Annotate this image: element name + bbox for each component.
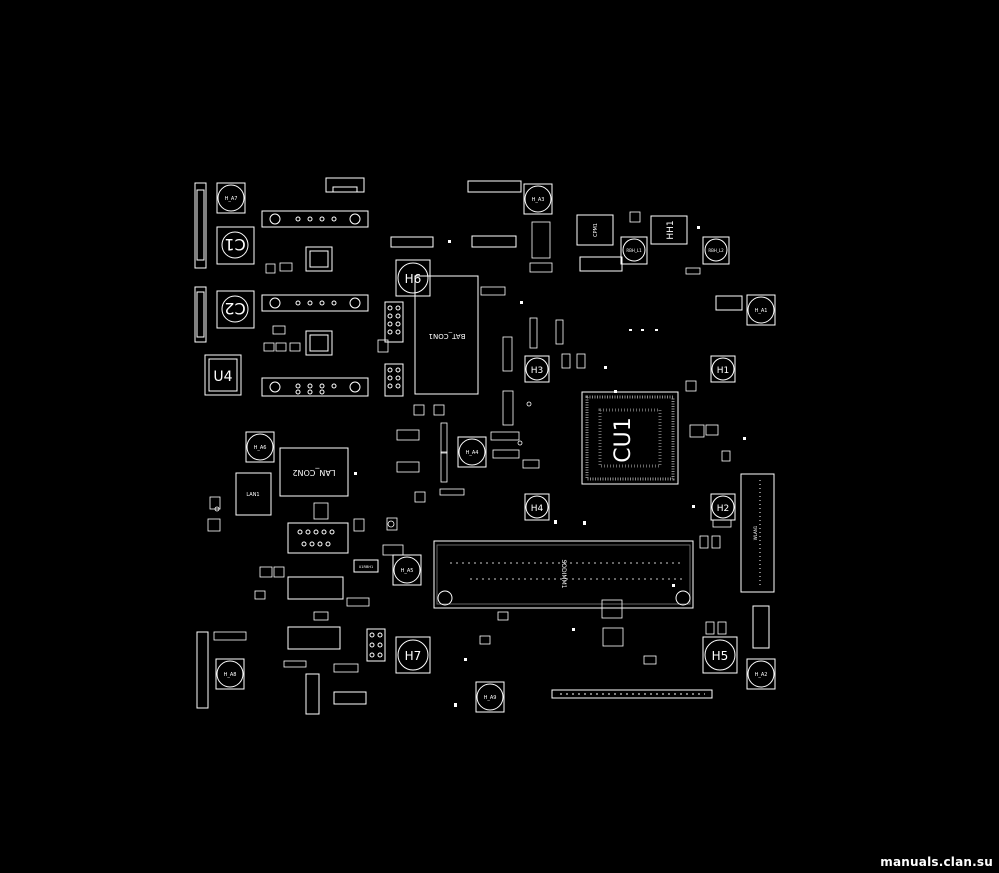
connector-right-small [715,295,743,311]
inductor-cpm1: CPM1 [576,214,614,246]
inductor-hh1: HH1 [650,215,688,245]
cpu-cu1: CU1 [581,391,679,485]
h1-label: H1 [717,366,730,376]
h3-label: H3 [531,366,544,376]
wlan-slot-wlan1: WLAN1 [740,473,775,593]
mount-hole-h-a2: H_A2 [746,658,776,690]
mount-hole-h-a4: H_A4 [457,436,487,468]
h-a7-label: H_A7 [225,196,238,202]
left-edge-connector-top [194,182,207,269]
header-lower-1 [287,522,349,554]
mount-hole-h-a5: H_A5 [392,554,422,586]
c2-label: C2 [224,299,245,318]
bat-con1-label: BAT_CON1 [429,332,466,340]
lan-con2-label: LAN_CON2 [292,468,335,477]
mount-rbh-l1: RBH_L1 [620,236,648,265]
chip-u1rbh1: U1RBH1 [353,559,379,573]
mount-hole-h3: H3 [524,355,550,383]
h-a2-label: H_A2 [755,672,768,678]
mount-hole-h-a7: H_A7 [216,182,246,214]
right-edge-conn [752,605,770,649]
h-a3-label: H_A3 [532,197,545,203]
chip-u4: U4 [204,354,242,396]
mount-hole-h7: H7 [395,636,431,674]
rbh-l2-label: RBH_L2 [708,248,724,253]
mount-hole-h5: H5 [702,636,738,674]
chip-left-2 [305,330,333,356]
connector-top-right [579,256,623,272]
mount-hole-h-a6: H_A6 [245,431,275,463]
hh1-label: HH1 [666,220,676,239]
h-a1-label: H_A1 [755,308,768,314]
capacitor-c2: C2 [216,290,255,329]
pin-header-lower [366,628,386,662]
mount-hole-h2: H2 [710,493,736,521]
mount-hole-h-a1: H_A1 [746,294,776,326]
header-row-2 [261,294,369,312]
memory-slot-sodimm1: SODIMM1 [433,540,694,609]
h7-label: H7 [405,649,422,663]
left-edge-connector-bottom [196,631,209,709]
h-a6-label: H_A6 [254,445,267,451]
c1-label: C1 [224,235,245,254]
header-row-1 [261,210,369,228]
h-a9-label: H_A9 [484,695,497,701]
header-row-3 [261,377,369,397]
top-center-conn [471,235,517,248]
h-a5-label: H_A5 [401,568,414,574]
lan-connector-lan-con2: LAN_CON2 [279,447,349,497]
rbh-l1-label: RBH_L1 [626,248,642,253]
u4-label: U4 [213,369,232,385]
header-lower-3 [287,626,341,650]
h-a8-label: H_A8 [224,672,237,678]
h4-label: H4 [531,504,544,514]
top-mid-connector [467,180,522,193]
capacitor-c1: C1 [216,226,255,265]
mount-hole-h-a9: H_A9 [475,681,505,713]
battery-connector-bat-con1: BAT_CON1 [390,236,479,395]
mount-hole-h-a3: H_A3 [523,183,553,215]
h5-label: H5 [712,649,729,663]
cpm1-label: CPM1 [593,223,599,237]
lan-transformer-lan1: LAN1 [235,472,272,516]
u1rbh1-label: U1RBH1 [359,565,373,569]
bottom-edge-connector [551,689,713,699]
passive-components [207,211,732,673]
mount-hole-h4: H4 [524,493,550,521]
cu1-label: CU1 [611,417,636,462]
watermark: manuals.clan.su [880,855,993,869]
chip-left-1 [305,246,333,272]
sodimm1-label: SODIMM1 [560,559,567,588]
header-lower-2 [287,576,344,600]
vertical-conn-lower [305,673,367,715]
mount-hole-h-a8: H_A8 [215,658,245,690]
h2-label: H2 [717,504,730,514]
mount-hole-h1: H1 [710,355,736,383]
mount-rbh-l2: RBH_L2 [702,236,730,265]
tiny-pads [354,226,746,707]
mount-hole-h6: H6 [395,259,431,297]
wlan1-label: WLAN1 [753,525,758,540]
left-edge-connector-mid [194,286,207,343]
lan1-label: LAN1 [246,492,259,498]
h-a4-label: H_A4 [466,450,479,456]
pin-header-left-of-bat [384,301,404,397]
top-small-header [325,177,365,193]
h6-label: H6 [405,272,422,286]
